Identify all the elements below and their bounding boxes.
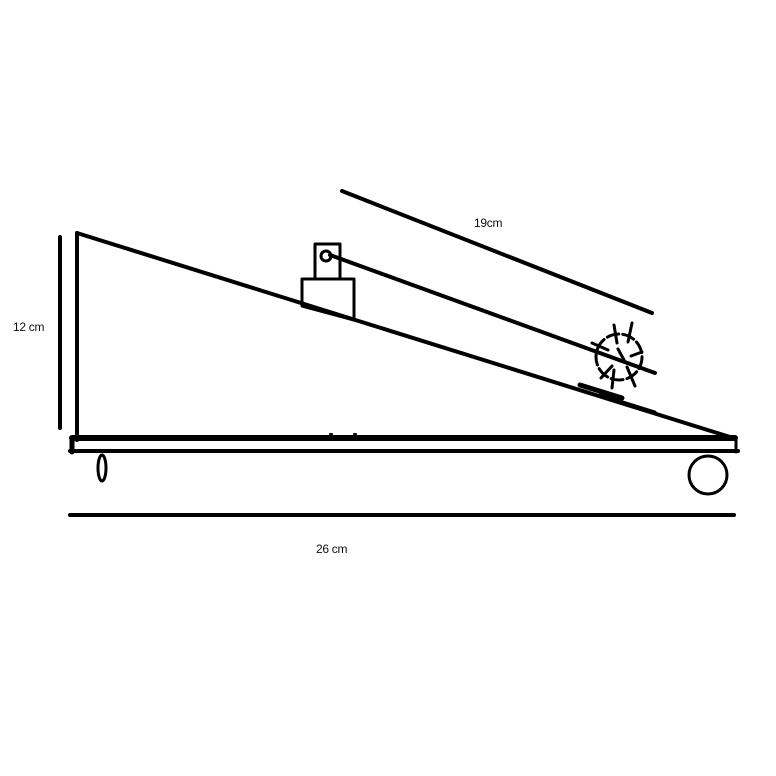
slope-dimension-line bbox=[340, 189, 654, 315]
string-line bbox=[328, 253, 657, 375]
left-wheel-icon bbox=[96, 453, 108, 483]
cart-post bbox=[313, 242, 342, 281]
pulley-base-underside bbox=[598, 393, 657, 414]
right-wheel-icon bbox=[687, 454, 729, 496]
pulley-base bbox=[577, 382, 625, 401]
cart-body bbox=[300, 277, 356, 322]
cart-block bbox=[300, 242, 356, 322]
pulley-icon bbox=[590, 321, 644, 390]
height-label: 12 cm bbox=[13, 320, 44, 334]
base-label: 26 cm bbox=[316, 542, 347, 556]
slope-label: 19cm bbox=[474, 216, 502, 230]
